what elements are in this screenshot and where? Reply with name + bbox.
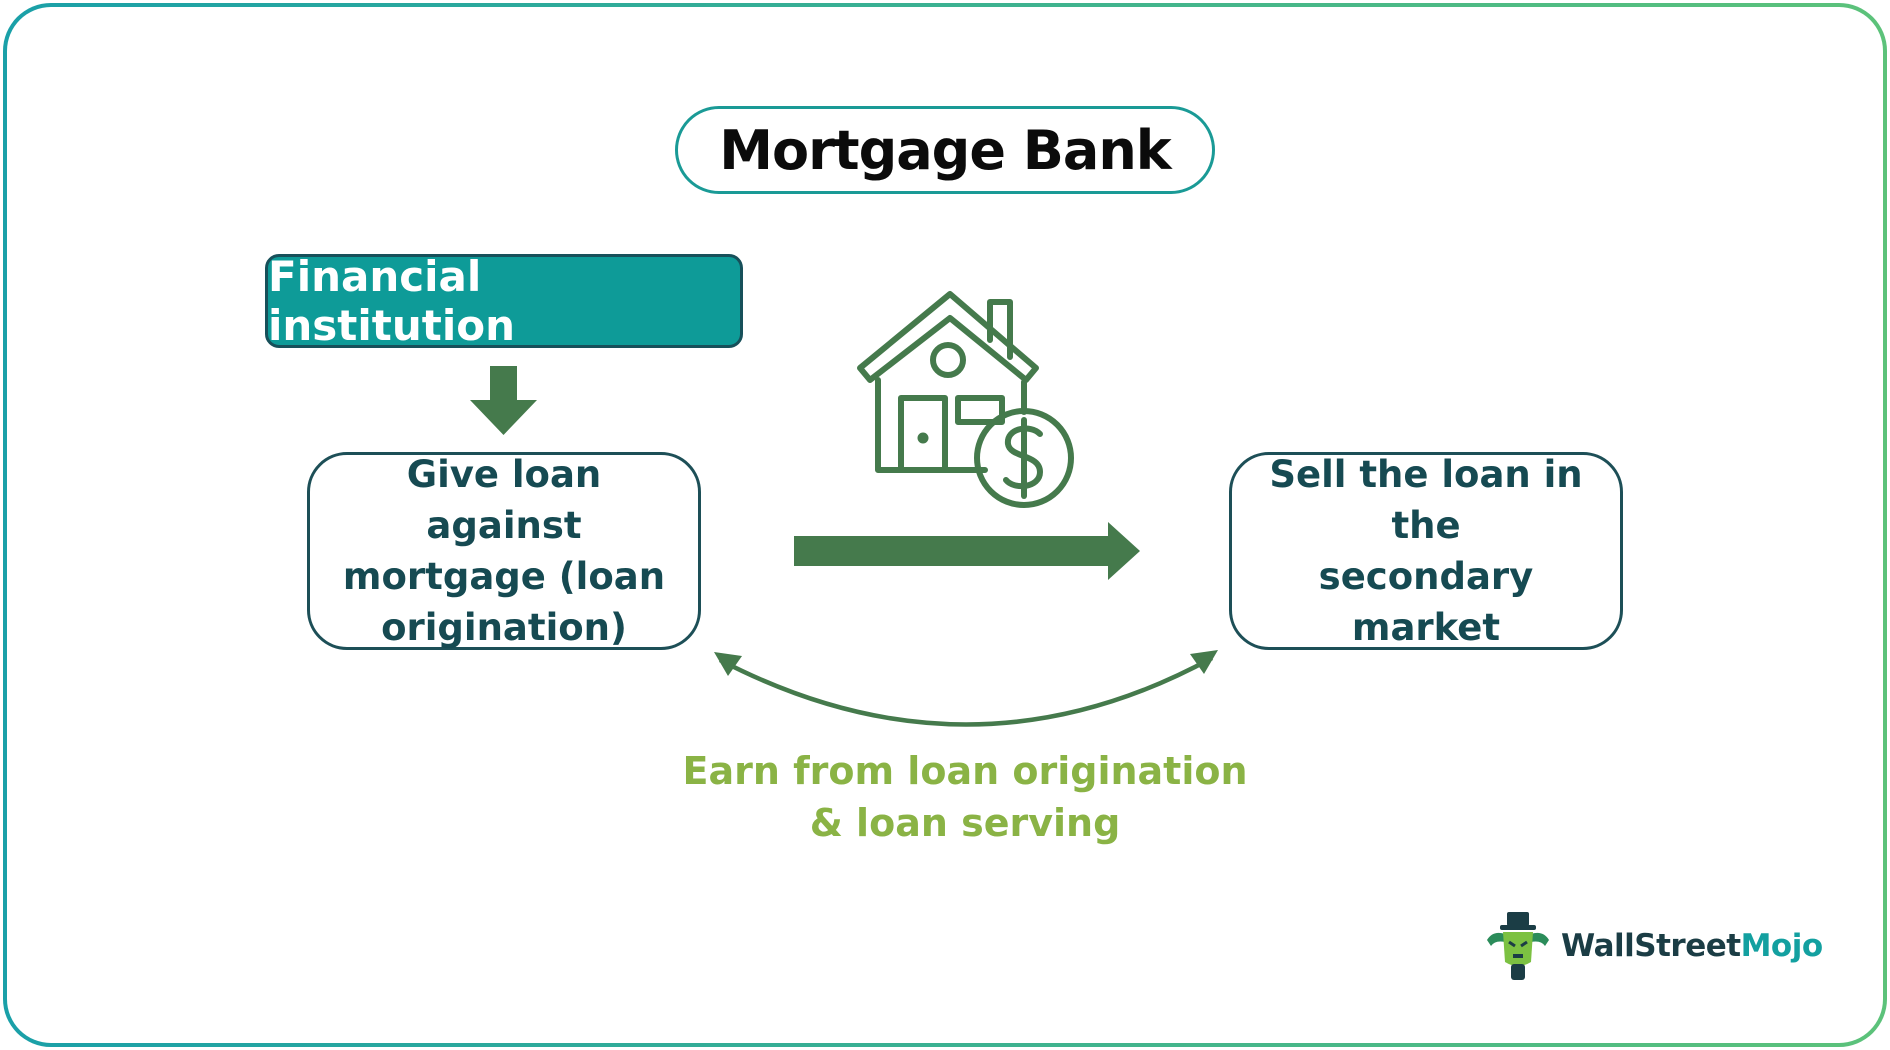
give-loan-text: Give loan against mortgage (loan origina…: [328, 449, 680, 653]
sell-loan-text: Sell the loan in the secondary market: [1250, 449, 1602, 653]
logo-text-mojo: Mojo: [1740, 928, 1824, 964]
down-arrow-icon: [470, 366, 537, 435]
sell-loan-line-1: Sell the loan in the: [1269, 453, 1583, 547]
logo-text-wallstreet: WallStreet: [1561, 928, 1741, 964]
house-with-dollar-icon: [857, 291, 1074, 508]
title-text: Mortgage Bank: [719, 118, 1171, 182]
right-arrow-icon: [794, 522, 1140, 580]
sell-loan-box: Sell the loan in the secondary market: [1229, 452, 1623, 650]
curved-double-arrow-icon: [714, 650, 1218, 727]
give-loan-line-2: mortgage (loan: [342, 555, 666, 598]
mojo-mascot-icon: [1487, 912, 1549, 980]
financial-institution-box: Financial institution: [265, 252, 743, 350]
give-loan-line-3: origination): [381, 606, 627, 649]
sell-loan-line-2: secondary market: [1318, 555, 1534, 649]
give-loan-line-1: Give loan against: [406, 453, 602, 547]
financial-institution-label: Financial institution: [268, 252, 515, 350]
wallstreetmojo-logo: WallStreetMojo: [1483, 910, 1823, 982]
caption-line-1: Earn from loan origination: [682, 749, 1248, 793]
page-title: Mortgage Bank: [675, 106, 1215, 194]
earnings-caption: Earn from loan origination & loan servin…: [640, 745, 1290, 849]
logo-text: WallStreetMojo: [1561, 928, 1823, 964]
give-loan-box: Give loan against mortgage (loan origina…: [307, 452, 701, 650]
caption-line-2: & loan serving: [809, 801, 1121, 845]
